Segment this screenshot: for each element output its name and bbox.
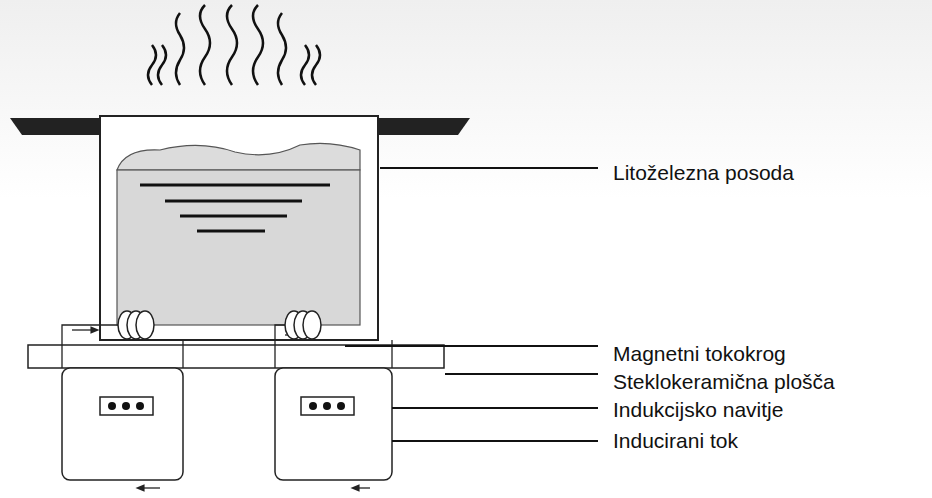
coil-housing: [62, 368, 183, 480]
magnetic-circuit: [118, 311, 321, 339]
glass-ceramic-plate: [28, 345, 444, 368]
callout-label: Indukcijsko navitje: [613, 398, 783, 421]
pot-handle: [378, 118, 470, 135]
callout-label: Litoželezna posoda: [613, 161, 794, 184]
food-surface: [117, 143, 360, 170]
induction-winding: [100, 397, 354, 415]
callout-label: Magnetni tokokrog: [613, 342, 786, 365]
steam: [148, 5, 320, 85]
cast-iron-pot: [100, 116, 378, 340]
callout-label: Steklokeramična plošča: [613, 370, 835, 393]
leader-line: [345, 168, 598, 441]
pot-content: [117, 170, 360, 325]
content-lines: [140, 185, 330, 231]
coil-housing: [275, 368, 392, 480]
callout-label: Inducirani tok: [613, 429, 738, 452]
induced-current-loop: [62, 325, 392, 488]
pot-handle: [10, 118, 100, 135]
